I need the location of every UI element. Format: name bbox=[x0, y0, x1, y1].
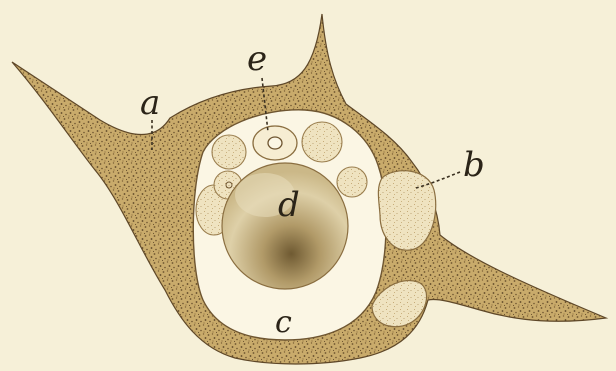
label-e: e bbox=[247, 39, 267, 79]
body-e bbox=[253, 126, 297, 160]
label-d: d bbox=[278, 185, 300, 225]
granular-body bbox=[302, 122, 342, 162]
label-a: a bbox=[140, 83, 160, 123]
body-b bbox=[378, 171, 435, 250]
label-b: b bbox=[463, 145, 485, 185]
granular-body bbox=[212, 135, 246, 169]
label-c: c bbox=[275, 305, 292, 340]
granular-body bbox=[337, 167, 367, 197]
